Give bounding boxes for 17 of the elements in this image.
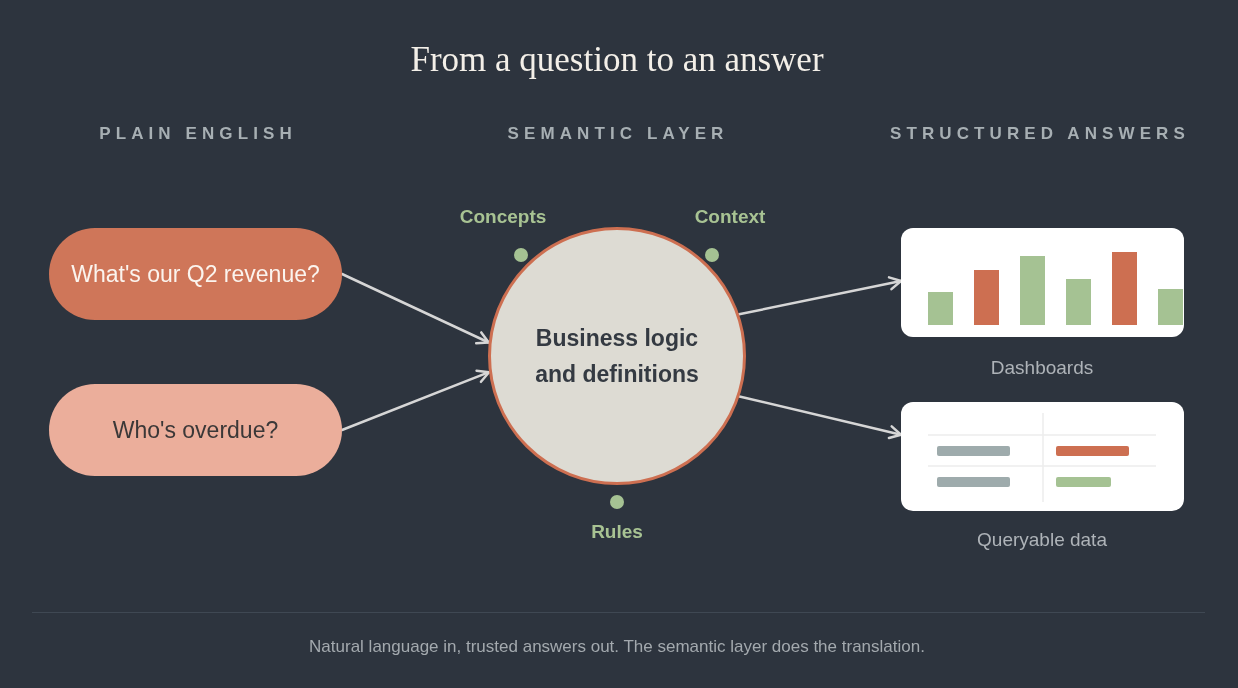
card-caption: Dashboards — [990, 357, 1094, 379]
dashboard-card — [901, 228, 1184, 337]
table-card — [901, 402, 1184, 511]
caption-text: Natural language in, trusted answers out. The semantic layer does the translation. — [309, 636, 925, 658]
column-heading: PLAIN ENGLISH — [99, 123, 297, 145]
concept-label: Context — [694, 206, 766, 228]
concept-label: Rules — [591, 521, 643, 543]
title-text: From a question to an answer — [410, 40, 824, 80]
question-text: What's our Q2 revenue? — [71, 259, 320, 289]
arrow — [738, 395, 903, 440]
concept-label: Concepts — [459, 206, 547, 228]
column-heading: STRUCTURED ANSWERS — [890, 123, 1190, 145]
arrow — [737, 276, 903, 316]
circle-label: Business logic and definitions — [534, 324, 700, 389]
question-text: Who's overdue? — [112, 415, 279, 445]
card-caption: Queryable data — [977, 529, 1107, 551]
column-heading: SEMANTIC LAYER — [507, 123, 729, 145]
